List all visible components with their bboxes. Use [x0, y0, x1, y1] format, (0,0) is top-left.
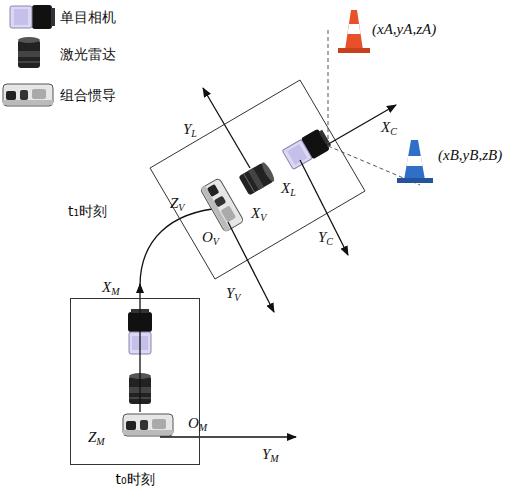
coordinate-label: (xB,yB,zB) — [438, 148, 502, 163]
legend-text: 单目相机 — [60, 10, 116, 24]
cone-a — [338, 10, 370, 53]
coordinate-label: (xA,yA,zA) — [372, 22, 436, 37]
axis-label: YC — [318, 230, 333, 247]
legend-text: 组合惯导 — [60, 88, 116, 102]
axis-label: ZM — [88, 430, 105, 447]
axis-label: YL — [183, 122, 197, 139]
projection-line — [328, 28, 329, 146]
xc-axis — [325, 105, 396, 146]
legend-text: 激光雷达 — [60, 47, 116, 61]
yc-axis — [300, 160, 348, 255]
time-caption: t₀时刻 — [71, 472, 199, 486]
legend-ins-icon — [3, 84, 53, 106]
axis-label: XL — [281, 181, 296, 198]
trajectory-curve — [140, 208, 222, 286]
axis-label: XV — [251, 206, 266, 223]
axis-label: YV — [226, 286, 240, 303]
time-label: t₁时刻 — [68, 204, 107, 218]
t1-vehicle-frame — [150, 80, 365, 279]
legend-lidar-icon — [18, 37, 40, 68]
axis-label: YM — [262, 447, 279, 464]
yv-axis — [228, 222, 274, 312]
axis-label: XM — [102, 280, 120, 297]
t1-sensors — [200, 127, 333, 232]
axis-label: OV — [202, 230, 219, 247]
cone-b — [397, 140, 433, 183]
legend-camera-icon — [10, 5, 55, 29]
axis-label: ZV — [170, 196, 184, 213]
axis-label: OM — [188, 416, 207, 433]
yl-axis — [203, 88, 250, 168]
t0-sensors — [123, 309, 173, 436]
xm-axis — [139, 284, 140, 412]
ym-axis — [160, 436, 296, 437]
axis-label: XC — [381, 120, 397, 137]
